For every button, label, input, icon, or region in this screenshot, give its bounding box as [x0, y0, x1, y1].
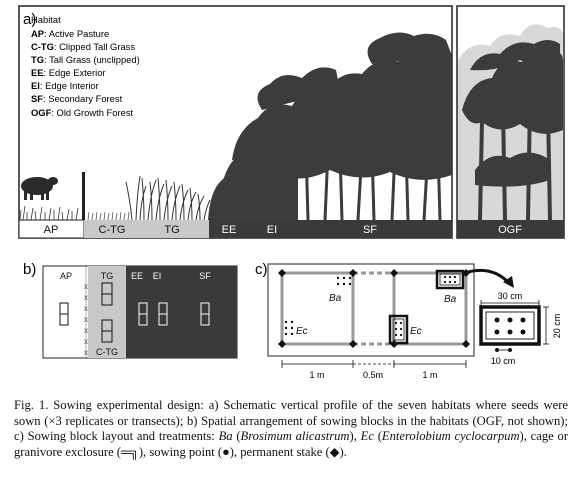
panel-c-frame [267, 263, 475, 357]
figure-diagram: a) Habitat AP: Active Pasture C-TG: Clip… [18, 5, 565, 380]
detail-arrowhead [503, 276, 514, 288]
strip-label-ctg: C-TG [99, 224, 126, 236]
forest-sowing-blocks [138, 302, 210, 326]
stake-marker [349, 269, 357, 277]
habitat-strip: AP C-TG TG EE EI SF [18, 219, 452, 239]
svg-text:x: x [84, 326, 88, 335]
legend-item: SF: Secondary Forest [31, 93, 123, 104]
pasture-grass [19, 205, 79, 221]
zone-label-ee: EE [131, 271, 143, 281]
stake-post [82, 172, 85, 220]
svg-text:x: x [84, 337, 88, 346]
svg-text:x: x [84, 348, 88, 357]
detail-arrow [467, 268, 510, 284]
cage-detail [479, 305, 541, 346]
cage-symbol: ═╗ [121, 444, 139, 459]
strip-label-sf: SF [363, 224, 377, 236]
clipped-grass [87, 211, 130, 221]
cage-width-label: 30 cm [498, 291, 523, 301]
stake-marker [390, 269, 398, 277]
zone-forest [126, 266, 237, 358]
label-ba-caged: Ba [444, 294, 457, 305]
strip-label-ogf: OGF [498, 224, 522, 236]
tree-trunks [238, 149, 442, 221]
zone-label-ei: EI [153, 271, 162, 281]
zone-tg [88, 266, 126, 358]
stake-marker [462, 340, 470, 348]
panel-c-label: c) [255, 261, 268, 278]
cage-width-dimension [480, 300, 540, 306]
habitat-legend: Habitat AP: Active Pasture C-TG: Clipped… [31, 14, 140, 118]
legend-item: OGF: Old Growth Forest [31, 107, 134, 118]
legend-item: C-TG: Clipped Tall Grass [31, 41, 135, 52]
sowing-blocks [59, 282, 113, 343]
dimension-label: 1 m [422, 370, 437, 380]
svg-text:x: x [84, 304, 88, 313]
stake-marker [278, 340, 286, 348]
label-ba-open: Ba [329, 293, 342, 304]
cage-ba [435, 269, 465, 290]
spacing-label: 10 cm [491, 356, 516, 366]
panel-a: a) Habitat AP: Active Pasture C-TG: Clip… [18, 5, 453, 239]
label-ec-caged: Ec [410, 326, 422, 337]
dimension-label: 0.5m [363, 370, 383, 380]
strip-label-ap: AP [44, 224, 59, 236]
zone-label-sf: SF [199, 271, 211, 281]
sowing-points-ec-open [284, 320, 294, 336]
old-growth-forest-silhouette [458, 24, 563, 220]
cage-height-dimension [543, 306, 549, 345]
zone-label-ctg: C-TG [96, 347, 118, 357]
zone-label-tg: TG [101, 271, 114, 281]
spacing-dot [508, 348, 512, 352]
figure-caption: Fig. 1. Sowing experimental design: a) S… [14, 398, 569, 459]
spacing-dot [495, 348, 499, 352]
legend-item: EI: Edge Interior [31, 80, 99, 91]
layout-dimensions [281, 360, 467, 368]
strip-label-ee: EE [222, 224, 237, 236]
label-ec-open: Ec [296, 326, 308, 337]
panel-b-label: b) [23, 261, 36, 278]
panel-a-label: a) [23, 11, 36, 28]
tall-grass [125, 175, 211, 221]
legend-item: EE: Edge Exterior [31, 67, 106, 78]
stake-marker [349, 340, 357, 348]
panel-ogf: OGF [456, 5, 565, 239]
strip-label-ei: EI [267, 224, 277, 236]
sowing-point-symbol: ● [222, 444, 230, 459]
legend-item: AP: Active Pasture [31, 28, 109, 39]
svg-text:x: x [84, 293, 88, 302]
cow-silhouette [21, 177, 58, 200]
legend-title: Habitat [31, 14, 61, 25]
sowing-points-ba-open [336, 276, 352, 286]
cage-ec [388, 314, 409, 345]
svg-text:x: x [84, 282, 88, 291]
block-outline [280, 271, 468, 346]
legend-item: TG: Tall Grass (unclipped) [31, 54, 140, 65]
ogf-strip [457, 220, 564, 238]
ogf-trunks [478, 99, 552, 221]
dimension-label: 1 m [309, 370, 324, 380]
panel-c: c) [255, 261, 562, 380]
strip-label-tg: TG [164, 224, 179, 236]
zone-label-ap: AP [60, 271, 72, 281]
cage-height-label: 20 cm [552, 314, 562, 339]
block-gap [353, 271, 394, 346]
stake-marker [278, 269, 286, 277]
svg-text:x: x [84, 315, 88, 324]
stake-symbol: ◆ [329, 444, 340, 459]
